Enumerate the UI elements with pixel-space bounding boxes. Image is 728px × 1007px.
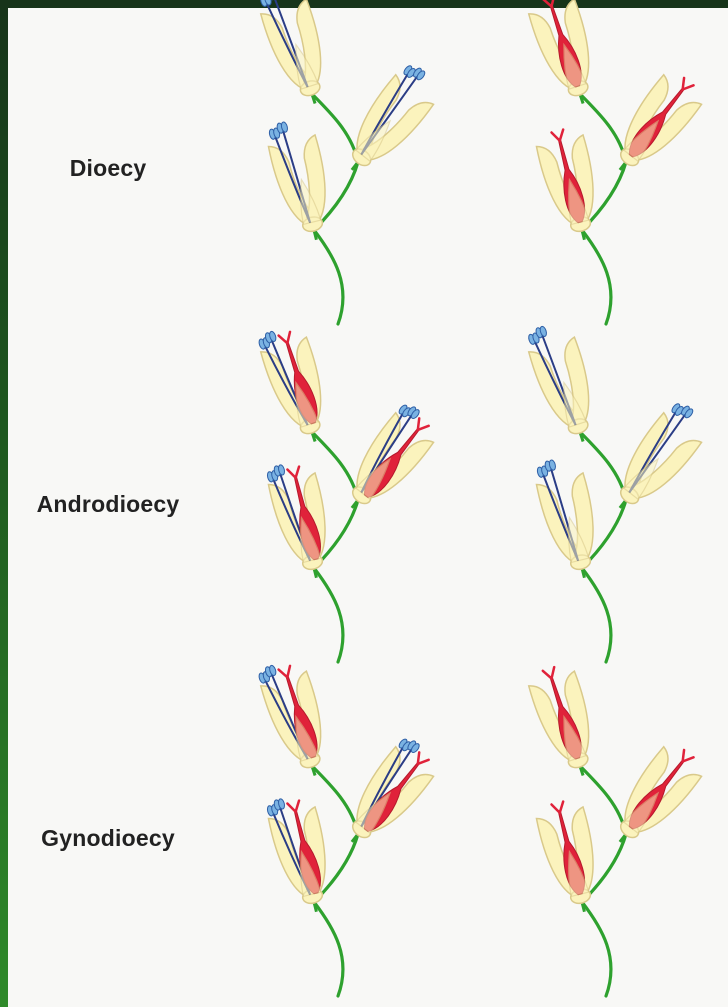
stigma bbox=[552, 802, 566, 815]
hermaphrodite-flower bbox=[264, 791, 340, 917]
female-plant bbox=[525, 661, 708, 996]
hermaphrodite-plant bbox=[255, 322, 443, 662]
stigma bbox=[543, 0, 558, 8]
female-flower bbox=[525, 661, 606, 783]
male-flower bbox=[601, 397, 715, 523]
male-flower bbox=[254, 0, 338, 111]
hermaphrodite-plant bbox=[255, 656, 443, 996]
female-flower bbox=[534, 797, 608, 917]
stigma bbox=[543, 667, 558, 680]
hermaphrodite-flower bbox=[264, 457, 340, 583]
female-flower bbox=[525, 0, 606, 111]
male-flower bbox=[263, 115, 340, 245]
stigma bbox=[552, 130, 566, 143]
stigma bbox=[279, 666, 294, 679]
hermaphrodite-flower bbox=[333, 734, 444, 857]
female-flower bbox=[601, 67, 708, 185]
female-flower bbox=[601, 739, 708, 857]
hermaphrodite-flower bbox=[255, 656, 338, 783]
male-flower bbox=[522, 318, 606, 449]
female-plant bbox=[525, 0, 708, 324]
stigma bbox=[287, 801, 301, 814]
hermaphrodite-flower bbox=[333, 400, 444, 523]
male-flower bbox=[531, 453, 608, 583]
male-flower bbox=[333, 59, 447, 185]
stigma bbox=[287, 467, 301, 480]
male-plant bbox=[522, 318, 714, 662]
hermaphrodite-flower bbox=[255, 322, 338, 449]
stigma bbox=[279, 332, 294, 345]
male-plant bbox=[254, 0, 446, 324]
female-flower bbox=[534, 125, 608, 245]
